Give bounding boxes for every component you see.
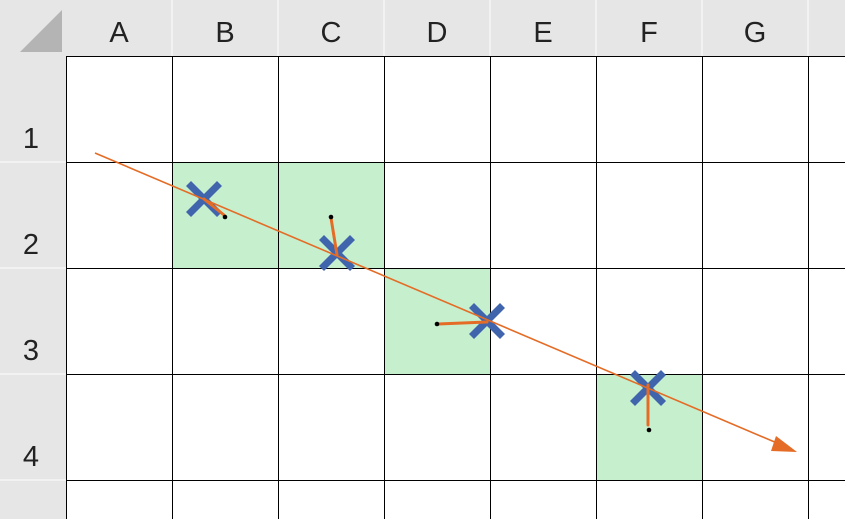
column-header-a[interactable]: A: [109, 17, 129, 49]
data-points: [222, 214, 652, 433]
row-header-bar: [0, 0, 66, 519]
row-headers: 1 2 3 4: [23, 123, 39, 473]
data-point-b2: [222, 214, 228, 220]
column-header-g[interactable]: G: [744, 17, 767, 49]
data-point-c2: [328, 214, 334, 220]
cell-d3-highlight: [384, 268, 490, 374]
row-header-4[interactable]: 4: [23, 441, 39, 473]
arrowhead-icon: [771, 436, 797, 452]
column-header-e[interactable]: E: [533, 17, 552, 49]
residual-line-c2: [329, 216, 339, 257]
row-header-1[interactable]: 1: [23, 123, 39, 155]
column-headers: A B C D E F G: [109, 17, 766, 49]
column-header-c[interactable]: C: [321, 17, 342, 49]
residual-line-b2: [202, 197, 226, 217]
cell-gridlines: [66, 56, 845, 519]
column-header-b[interactable]: B: [215, 17, 234, 49]
select-all-triangle-icon: [20, 10, 62, 52]
header-separators: [0, 0, 809, 481]
residual-line-d3: [436, 320, 489, 326]
column-header-f[interactable]: F: [640, 17, 658, 49]
data-point-f4: [646, 427, 652, 433]
row-header-3[interactable]: 3: [23, 335, 39, 367]
highlighted-cells: [172, 162, 702, 480]
trend-arrow-line: [94, 152, 785, 447]
row-header-2[interactable]: 2: [23, 229, 39, 261]
column-header-bar: [0, 0, 845, 56]
trend-arrow: [94, 152, 797, 452]
select-all-button[interactable]: [0, 0, 66, 56]
residual-lines: [202, 197, 650, 427]
data-point-d3: [434, 321, 440, 327]
column-header-d[interactable]: D: [427, 17, 448, 49]
